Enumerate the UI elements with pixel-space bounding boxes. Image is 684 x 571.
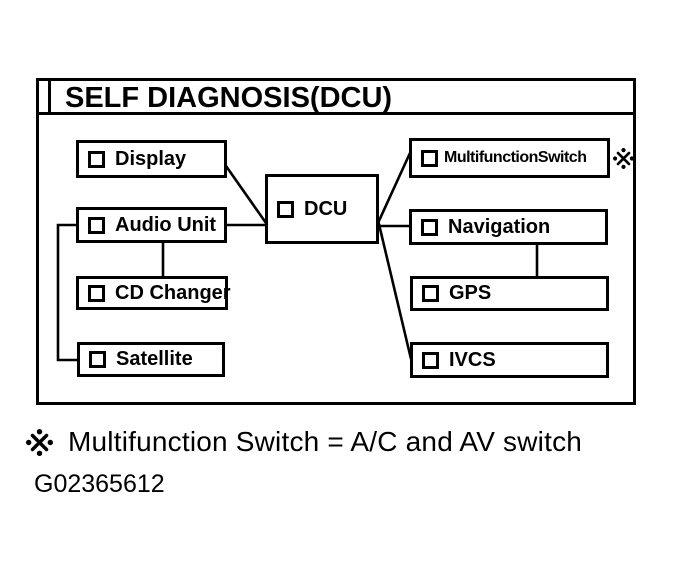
title-divider	[48, 81, 51, 112]
checkbox-icon	[421, 218, 438, 236]
checkbox-icon	[422, 285, 439, 302]
node-label: Audio Unit	[115, 213, 217, 236]
checkbox-icon	[89, 351, 106, 368]
node-label: Satellite	[116, 348, 193, 370]
footnote: Multifunction Switch = A/C and AV switch	[26, 426, 582, 458]
checkbox-icon	[88, 216, 105, 234]
node-navigation: Navigation	[409, 209, 608, 245]
connector-audio-unit-satellite	[56, 223, 79, 362]
connector-dcu-ivcs	[376, 219, 413, 360]
figure-id: G02365612	[34, 470, 165, 498]
node-label: CD Changer	[115, 281, 231, 304]
checkbox-icon	[88, 150, 105, 168]
node-ivcs: IVCS	[410, 342, 609, 378]
checkbox-icon	[277, 200, 294, 218]
node-label: GPS	[449, 282, 492, 304]
connector-multifunction-switch-dcu	[376, 152, 412, 224]
checkbox-icon	[422, 351, 439, 369]
node-cd-changer: CD Changer	[76, 276, 231, 310]
diagram-title: SELF DIAGNOSIS(DCU)	[65, 82, 393, 114]
checkbox-icon	[88, 284, 105, 302]
node-label: Display	[115, 147, 187, 170]
reference-mark-icon	[26, 428, 53, 456]
reference-mark-icon	[613, 148, 634, 169]
node-multifunction-switch: MultifunctionSwitch	[409, 138, 634, 178]
node-dcu: DCU	[265, 174, 379, 244]
node-satellite: Satellite	[77, 342, 225, 377]
node-label: DCU	[304, 197, 348, 220]
node-label: MultifunctionSwitch	[444, 149, 587, 166]
checkbox-icon	[421, 149, 438, 167]
footnote-text: Multifunction Switch = A/C and AV switch	[68, 426, 583, 457]
title-bar: SELF DIAGNOSIS(DCU)	[39, 81, 633, 115]
node-display: Display	[76, 140, 227, 178]
node-label: Navigation	[448, 215, 551, 238]
diagram-frame: SELF DIAGNOSIS(DCU)	[36, 78, 636, 405]
node-audio-unit: Audio Unit	[76, 207, 227, 243]
connector-display-dcu	[224, 165, 268, 224]
node-label: IVCS	[449, 348, 496, 371]
node-gps: GPS	[410, 276, 609, 311]
